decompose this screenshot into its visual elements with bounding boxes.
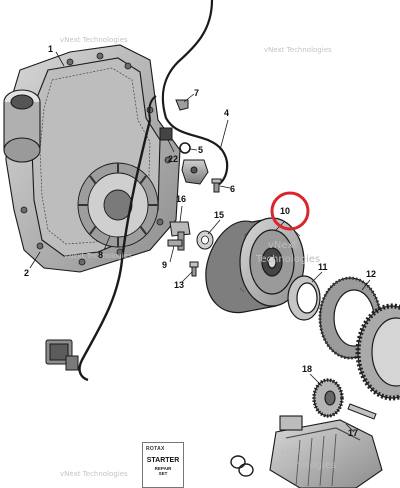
kit-title: STARTER [146,457,180,464]
idler-shaft [347,403,377,420]
rotor-flywheel [205,217,305,314]
oring-5 [179,142,191,154]
callout-22[interactable]: 22 [168,154,179,164]
screw-6 [211,178,222,193]
watermark-rotor-1: vNext [268,240,298,251]
watermark-top-right: vNext Technologies [264,46,332,54]
highlight-circle [270,191,310,231]
stator [77,162,159,248]
callout-5[interactable]: 5 [198,145,204,155]
callout-10[interactable]: 10 [280,206,291,216]
watermark-mid-left: vNext Technologies [64,252,132,260]
callout-1[interactable]: 1 [48,44,54,54]
callout-7[interactable]: 7 [194,88,200,98]
watermark-rotor-2: Technologies [256,254,321,265]
idler-gear-18 [312,378,344,418]
kit-brand-logo: ROTAX [146,446,165,452]
watermark-bottom-1: vNext [280,446,310,457]
callout-4[interactable]: 4 [224,108,230,118]
screw-13 [189,261,199,277]
clip-7 [175,99,189,111]
washer-15 [196,230,214,250]
starter-repair-set-kit[interactable]: ROTAX STARTER REPAIR SET [142,442,184,488]
starter-motor-17 [269,415,383,488]
callout-9[interactable]: 9 [162,260,168,270]
watermark-bottom-left: vNext Technologies [60,470,128,478]
kit-subtitle-line2: SET [158,471,168,476]
callout-8[interactable]: 8 [98,250,104,260]
callout-15[interactable]: 15 [214,210,225,220]
callout-11[interactable]: 11 [318,262,328,272]
callout-16[interactable]: 16 [176,194,187,204]
ring-gear [355,303,400,401]
watermark-bottom-2: Technologies [272,460,337,471]
kit-subtitle: REPAIR SET [143,466,183,476]
wire-harness [78,0,229,382]
crank-sensor [181,159,209,185]
orings-bottom [230,455,254,477]
callout-12[interactable]: 12 [366,269,377,279]
callout-6[interactable]: 6 [230,184,236,194]
callout-2[interactable]: 2 [24,268,30,278]
harness-connector [45,339,79,371]
callout-18[interactable]: 18 [302,364,313,374]
watermark-top: vNext Technologies [60,36,128,44]
engine-housing [3,44,181,273]
ring-11 [287,275,321,321]
callout-13[interactable]: 13 [174,280,185,290]
callout-17[interactable]: 17 [348,428,359,438]
grommet-22 [159,127,173,141]
pin-9 [167,239,183,247]
leader-lines [29,51,371,433]
kit-subtitle-line1: REPAIR [154,466,172,471]
